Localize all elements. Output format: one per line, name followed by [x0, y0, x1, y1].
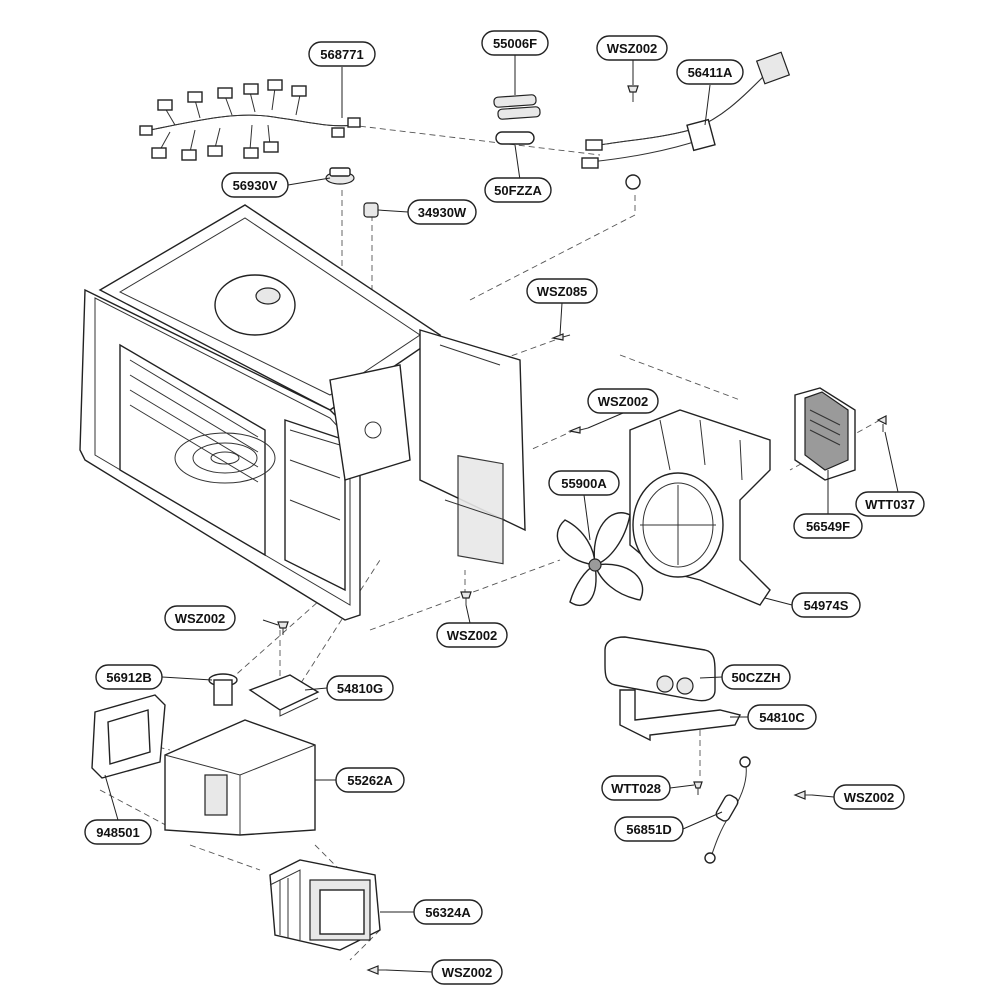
- part-label-55262A: 55262A: [335, 767, 405, 793]
- part-label-948501: 948501: [84, 819, 152, 845]
- part-label-55006F: 55006F: [481, 30, 549, 56]
- hv-capacitor-50CZZH: [604, 636, 716, 702]
- part-label-56411A: 56411A: [676, 59, 744, 85]
- power-cord-56411A: [581, 51, 791, 190]
- part-label-34930W: 34930W: [407, 199, 477, 225]
- fan-bracket-54974S: [629, 409, 771, 606]
- part-label-WSZ002-mid: WSZ002: [436, 622, 508, 648]
- part-label-56930V: 56930V: [221, 172, 289, 198]
- part-label-54810G: 54810G: [326, 675, 394, 701]
- wire-harness-568771: [139, 79, 361, 161]
- part-label-WSZ002-bottom: WSZ002: [431, 959, 503, 985]
- hv-rectifier-56549F: [794, 387, 856, 481]
- fuse-50FZZA: [495, 131, 535, 145]
- part-number-text: WSZ002: [598, 394, 649, 409]
- fuse-holder-55006F: [493, 94, 541, 120]
- part-label-56549F: 56549F: [793, 513, 863, 539]
- part-number-text: 56851D: [626, 822, 672, 837]
- part-number-text: 56930V: [233, 178, 278, 193]
- capacitor-bracket-54810C: [619, 689, 742, 742]
- part-label-56324A: 56324A: [413, 899, 483, 925]
- magnetron-56324A: [269, 859, 381, 951]
- thermal-fuse-56912B: [208, 673, 238, 706]
- part-number-text: 54810G: [337, 681, 383, 696]
- lamp-socket-34930W: [363, 202, 379, 218]
- part-label-568771: 568771: [308, 41, 376, 67]
- part-number-text: WSZ002: [175, 611, 226, 626]
- part-label-50CZZH: 50CZZH: [721, 664, 791, 690]
- part-label-50FZZA: 50FZZA: [484, 177, 552, 203]
- fan-blade-55900A: [556, 512, 644, 607]
- part-number-text: WSZ002: [442, 965, 493, 980]
- part-number-text: 56549F: [806, 519, 850, 534]
- part-label-WSZ002-top: WSZ002: [596, 35, 668, 61]
- part-number-text: 55262A: [347, 773, 393, 788]
- part-number-text: 54974S: [804, 598, 849, 613]
- part-number-text: 948501: [96, 825, 139, 840]
- part-number-text: 56912B: [106, 670, 152, 685]
- choke-coil-948501: [91, 694, 166, 779]
- part-label-WSZ002-left: WSZ002: [164, 605, 236, 631]
- part-label-54974S: 54974S: [791, 592, 861, 618]
- part-label-56912B: 56912B: [95, 664, 163, 690]
- part-number-text: WTT037: [865, 497, 915, 512]
- part-number-text: 34930W: [418, 205, 467, 220]
- part-label-WSZ002-right: WSZ002: [833, 784, 905, 810]
- part-label-WSZ085: WSZ085: [526, 278, 598, 304]
- bracket-54810G: [248, 674, 320, 717]
- part-number-text: 56411A: [688, 65, 733, 80]
- part-number-text: WSZ002: [607, 41, 658, 56]
- part-label-WTT028: WTT028: [601, 775, 671, 801]
- screw-icon: [627, 85, 639, 102]
- leader-lines: [104, 55, 899, 973]
- part-number-text: 56324A: [425, 905, 471, 920]
- part-label-55900A: 55900A: [548, 470, 620, 496]
- part-label-54810C: 54810C: [747, 704, 817, 730]
- hv-diode-56851D: [704, 756, 751, 864]
- part-label-WSZ002-fan: WSZ002: [587, 388, 659, 414]
- part-label-WTT037: WTT037: [855, 491, 925, 517]
- hv-transformer-55262A: [164, 719, 316, 836]
- part-number-text: WTT028: [611, 781, 661, 796]
- part-number-text: WSZ002: [447, 628, 498, 643]
- part-number-text: 50FZZA: [494, 183, 542, 198]
- part-number-text: WSZ002: [844, 790, 895, 805]
- part-number-text: 568771: [320, 47, 363, 62]
- part-label-56851D: 56851D: [614, 816, 684, 842]
- screw-icon: [277, 333, 887, 975]
- part-number-text: 50CZZH: [731, 670, 780, 685]
- part-number-text: WSZ085: [537, 284, 588, 299]
- thermostat-56930V: [325, 167, 355, 185]
- oven-cavity: [79, 204, 526, 621]
- part-number-text: 55006F: [493, 36, 537, 51]
- part-number-text: 55900A: [561, 476, 607, 491]
- part-number-text: 54810C: [759, 710, 805, 725]
